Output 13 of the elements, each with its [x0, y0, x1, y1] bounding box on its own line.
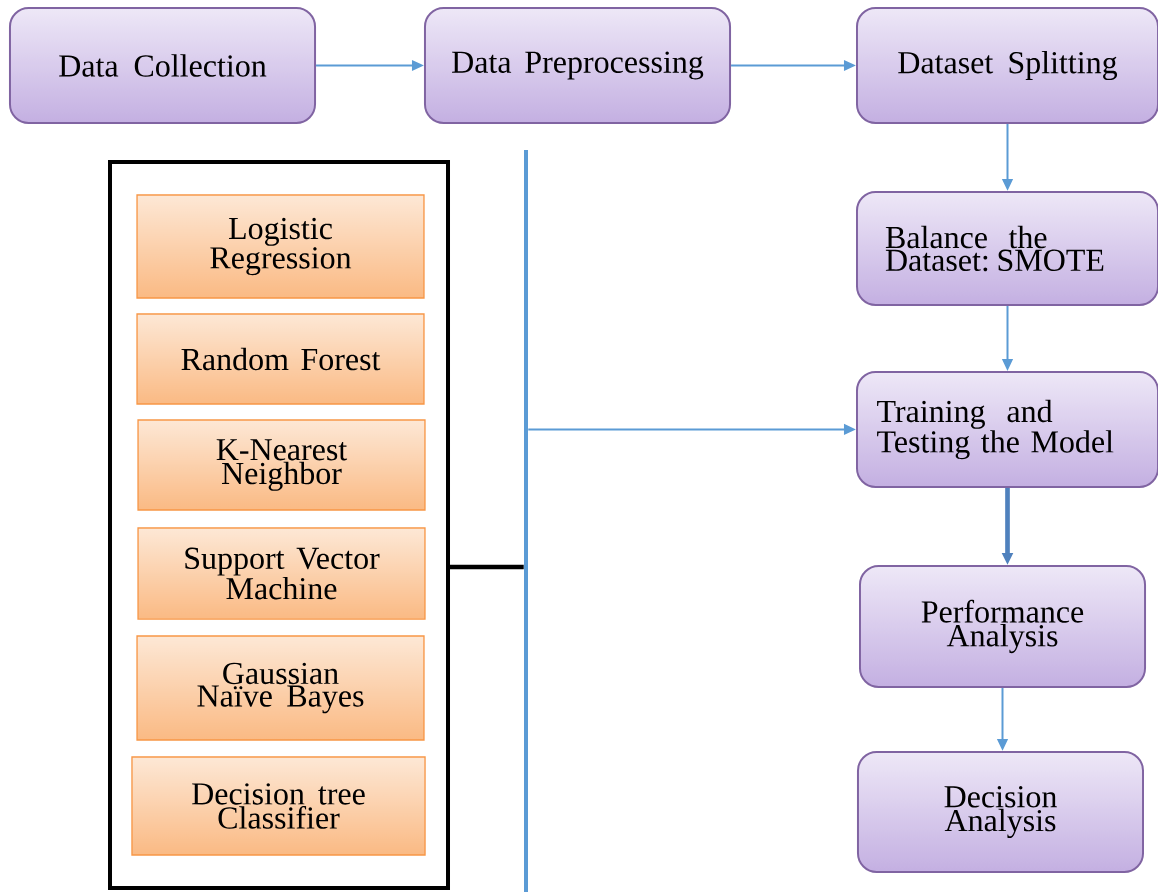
- model-box: K-Nearest Neighbor: [137, 419, 426, 511]
- process-box: Dataset Splitting: [855, 7, 1158, 124]
- process-box: Data Preprocessing: [423, 7, 732, 124]
- model-box: Random Forest: [136, 313, 425, 405]
- process-box: Balance the Dataset: SMOTE: [855, 190, 1158, 307]
- model-box: Logistic Regression: [136, 194, 425, 299]
- process-box: Data Collection: [8, 7, 317, 124]
- model-box: Support Vector Machine: [137, 527, 426, 620]
- process-box: Decision Analysis: [856, 751, 1145, 873]
- model-box: Gaussian Naïve Bayes: [136, 635, 425, 741]
- model-box: Decision tree Classifier: [131, 756, 426, 856]
- process-box: Training and Testing the Model: [855, 371, 1158, 488]
- process-box: Performance Analysis: [858, 564, 1147, 689]
